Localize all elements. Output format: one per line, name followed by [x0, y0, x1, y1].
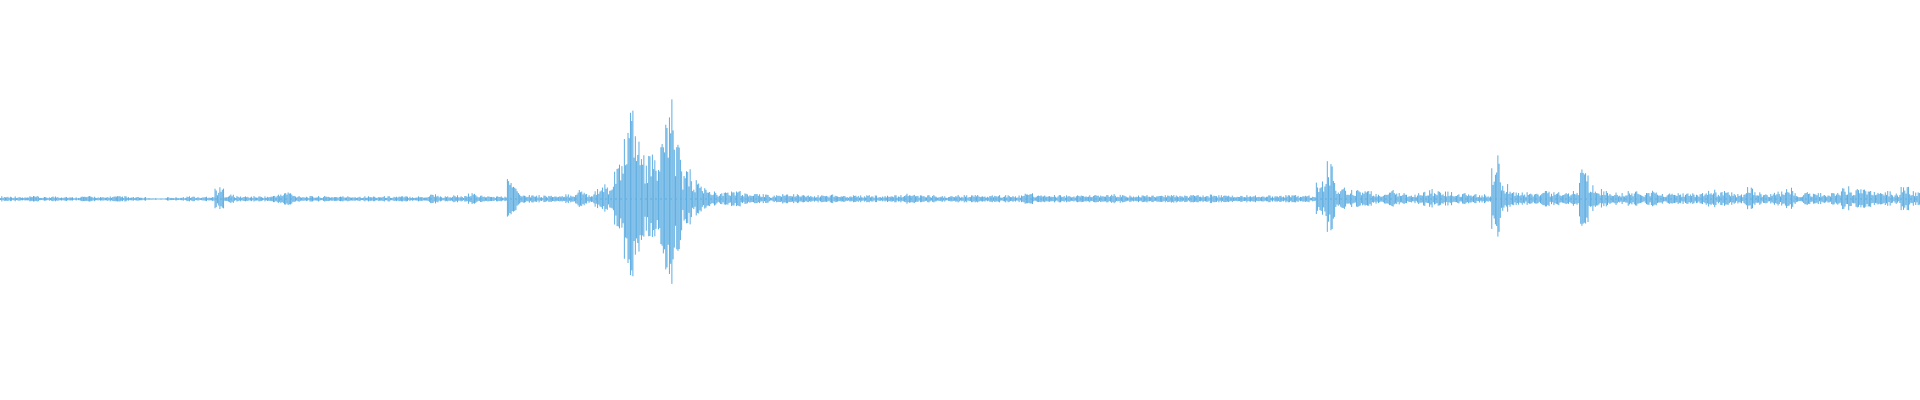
waveform-bars	[0, 99, 1920, 284]
